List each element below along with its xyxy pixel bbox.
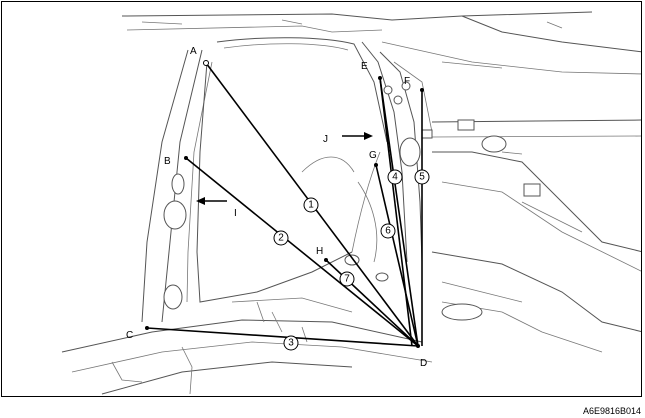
diagram-border: A B C D E F G H I J 1 2 [1, 1, 642, 397]
point-label-d: D [420, 358, 427, 369]
dimension-line-6 [375, 164, 419, 347]
point-label-h: H [316, 246, 323, 257]
arrow-j-head [364, 132, 373, 140]
arrow-i-head [196, 197, 205, 205]
dimension-callout-1: 1 [303, 197, 319, 213]
svg-text:1: 1 [308, 200, 314, 211]
dimension-callout-4: 4 [387, 169, 403, 185]
point-label-a: A [190, 46, 197, 57]
svg-text:7: 7 [344, 274, 350, 285]
svg-text:6: 6 [385, 226, 391, 237]
dimension-line-4 [379, 77, 419, 347]
point-labels: A B C D E F G H I J [126, 46, 427, 369]
point-label-i: I [234, 208, 237, 219]
measurement-points [145, 60, 424, 348]
dimension-line-2 [185, 157, 419, 347]
dimension-callout-7: 7 [339, 271, 355, 287]
body-outline-drawing [61, 11, 641, 395]
figure-reference-code: A6E9816B014 [582, 406, 641, 416]
svg-text:4: 4 [392, 172, 398, 183]
point-label-b: B [164, 156, 171, 167]
dimension-callouts: 1 2 3 4 5 [273, 169, 430, 351]
measurement-lines [146, 62, 423, 347]
point-label-j: J [323, 134, 328, 145]
dimension-line-7 [325, 259, 419, 347]
svg-text:2: 2 [278, 233, 284, 244]
point-label-f: F [404, 76, 410, 87]
svg-text:3: 3 [288, 338, 294, 349]
point-label-e: E [361, 61, 368, 72]
dimension-callout-3: 3 [283, 335, 299, 351]
dimension-callout-6: 6 [380, 223, 396, 239]
dimension-line-3 [146, 327, 419, 347]
dimension-callout-2: 2 [273, 230, 289, 246]
body-dimension-diagram: A B C D E F G H I J 1 2 [61, 11, 641, 395]
svg-text:5: 5 [419, 172, 425, 183]
pointer-arrows [196, 132, 373, 205]
dimension-line-e-d [379, 77, 413, 347]
point-label-c: C [126, 330, 133, 341]
point-label-g: G [369, 150, 377, 161]
dimension-callout-5: 5 [414, 169, 430, 185]
